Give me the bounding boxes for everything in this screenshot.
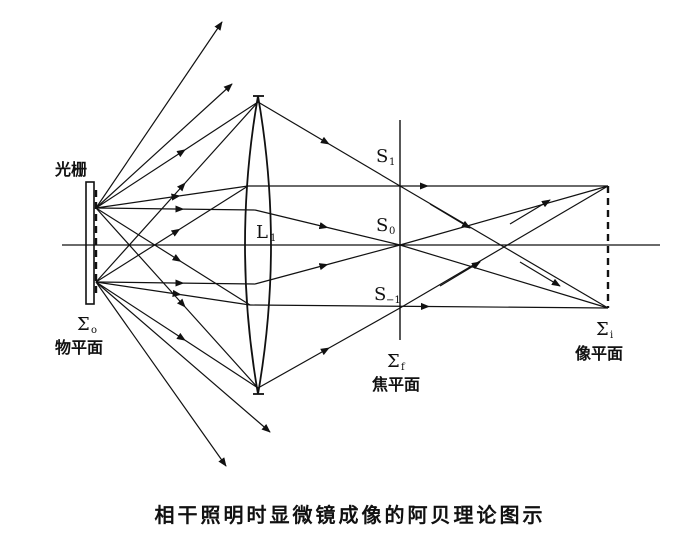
object-plane-label: 物平面 <box>55 338 103 357</box>
ray-segment-36 <box>328 307 401 349</box>
ray-segment-7 <box>184 101 259 184</box>
ray-segment-38 <box>249 302 430 311</box>
ray-segment-40 <box>429 203 471 229</box>
ray-segment-43 <box>509 199 551 225</box>
svg-text:L: L <box>256 222 268 243</box>
s0-label: S 0 <box>376 215 395 237</box>
ray-segment-33 <box>399 185 609 246</box>
ray-segment-8 <box>95 193 181 209</box>
svg-text:f: f <box>401 362 406 373</box>
ray-segment-30 <box>327 226 401 246</box>
ray-segment-34 <box>399 244 609 309</box>
focal-plane-label: 焦平面 <box>371 375 420 394</box>
ray-segment-35 <box>257 347 330 389</box>
ray-segment-37 <box>399 185 609 309</box>
svg-text:Σ: Σ <box>77 314 90 335</box>
ray-segment-41 <box>519 261 561 287</box>
svg-text:0: 0 <box>389 226 395 237</box>
object-symbol: Σ o <box>77 314 97 336</box>
ray-segment-19 <box>180 294 251 306</box>
ray-segment-42 <box>439 261 481 287</box>
lens-label: L 1 <box>256 222 276 244</box>
svg-text:1: 1 <box>389 157 395 168</box>
s1-label: S 1 <box>376 146 395 168</box>
ray-segment-12 <box>95 205 185 213</box>
ray-segment-32 <box>327 244 401 266</box>
ray-segment-11 <box>179 185 249 230</box>
svg-text:1: 1 <box>270 233 276 244</box>
svg-text:S: S <box>376 146 388 167</box>
ray-segment-31 <box>254 263 329 285</box>
ray-segment-1 <box>95 83 233 209</box>
svg-text:Σ: Σ <box>596 319 609 340</box>
ray-segment-6 <box>95 182 186 283</box>
figure-caption: 相干照明时显微镜成像的阿贝理论图示 <box>155 503 546 527</box>
focal-symbol: Σ f <box>387 351 406 373</box>
image-plane-label: 像平面 <box>575 344 623 363</box>
grating-label: 光栅 <box>54 160 87 179</box>
svg-text:−1: −1 <box>386 295 401 306</box>
ray-segment-20 <box>95 207 186 308</box>
rays <box>95 21 609 467</box>
ray-segment-25 <box>328 143 401 187</box>
ray-segment-5 <box>184 101 259 151</box>
svg-text:i: i <box>610 330 613 341</box>
svg-text:o: o <box>91 325 97 336</box>
svg-text:S: S <box>376 215 388 236</box>
ray-segment-21 <box>184 306 259 389</box>
ray-segment-2 <box>95 281 271 433</box>
ray-segment-39 <box>428 305 609 309</box>
ray-segment-17 <box>180 260 251 306</box>
ray-segment-15 <box>183 282 256 285</box>
grating-object <box>85 181 98 305</box>
ray-segment-13 <box>183 208 256 211</box>
ray-segment-18 <box>95 281 182 298</box>
ray-segment-16 <box>95 207 182 262</box>
svg-text:S: S <box>374 284 386 305</box>
ray-segment-9 <box>179 185 249 197</box>
ray-segment-29 <box>254 209 329 230</box>
ray-segment-23 <box>184 339 259 389</box>
ray-segment-14 <box>95 279 185 287</box>
ray-segment-3 <box>95 281 227 467</box>
svg-text:Σ: Σ <box>387 351 400 372</box>
s-minus-1-label: S −1 <box>374 284 401 306</box>
ray-segment-0 <box>95 21 223 209</box>
ray-segment-24 <box>257 101 330 145</box>
ray-segment-4 <box>95 149 186 209</box>
ray-segment-10 <box>95 228 181 283</box>
image-symbol: Σ i <box>596 319 613 341</box>
ray-segment-22 <box>95 281 186 341</box>
